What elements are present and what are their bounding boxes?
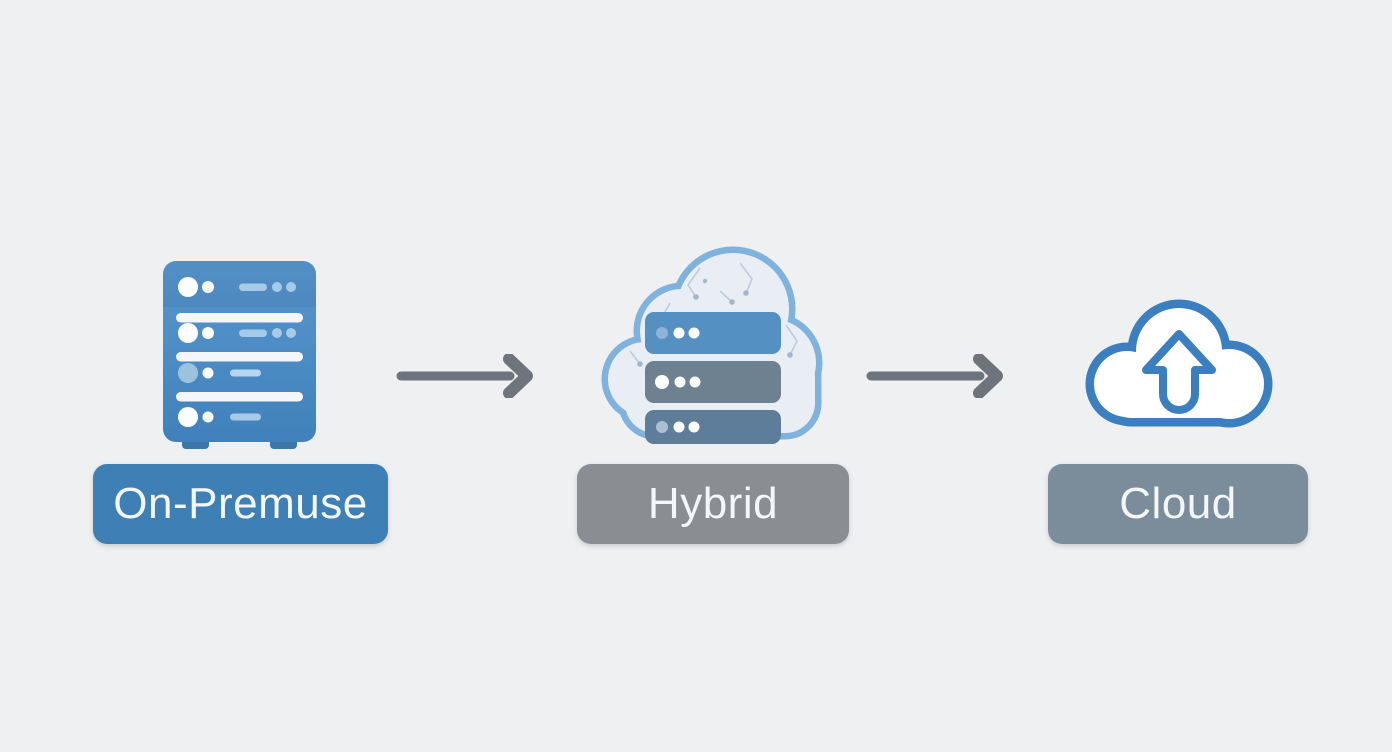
server-rack-icon	[163, 261, 316, 449]
cloud-upload-icon	[1085, 299, 1273, 428]
circuit-lines	[629, 262, 798, 367]
arrow-right-icon	[866, 354, 1003, 398]
stage-label-text: On-Premuse	[113, 479, 368, 528]
stage-label-cloud: Cloud	[1048, 464, 1308, 544]
stage-label-hybrid: Hybrid	[577, 464, 849, 544]
arrow-right-icon	[396, 354, 533, 398]
server-stack	[645, 312, 781, 444]
stage-label-on-premise: On-Premuse	[93, 464, 388, 544]
stage-label-text: Cloud	[1119, 479, 1237, 528]
upload-arrow-icon	[1142, 330, 1216, 414]
hybrid-cloud-server-icon	[601, 246, 823, 444]
stage-label-text: Hybrid	[647, 479, 779, 528]
